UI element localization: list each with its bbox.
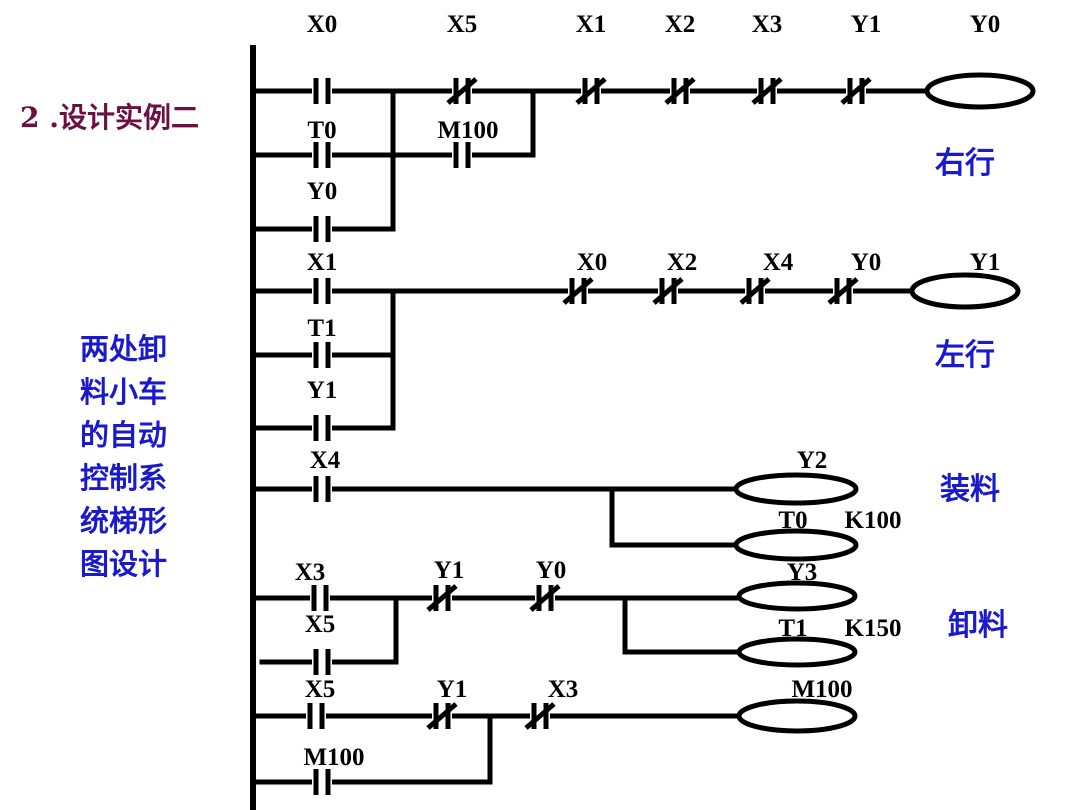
output-coil (733, 528, 859, 562)
contact-label: X3 (548, 676, 579, 703)
slide-title: 2 .设计实例二 (20, 101, 199, 134)
contact-label: X2 (665, 11, 696, 38)
contact-label: X0 (577, 249, 608, 276)
contact-label: X4 (310, 447, 341, 474)
contact-label: Y1 (434, 557, 465, 584)
output-coil (736, 636, 858, 668)
nc-slash (529, 584, 561, 612)
contact-label: M100 (437, 117, 498, 144)
side-line: 控制系 (80, 461, 168, 495)
contact-label: Y0 (536, 557, 567, 584)
annotation-left-move: 左行 (935, 338, 995, 373)
contact-label: X5 (447, 11, 478, 38)
contact-label: Y1 (437, 676, 468, 703)
nc-slash (652, 277, 684, 305)
output-coil (736, 580, 858, 612)
contact-label: X1 (576, 11, 607, 38)
output-coil (924, 72, 1036, 110)
contact-label: M100 (303, 744, 364, 771)
nc-slash (751, 77, 783, 105)
contact-label: Y0 (307, 178, 338, 205)
contact-label: X3 (752, 11, 783, 38)
nc-slash (664, 77, 696, 105)
contact-label: X1 (307, 249, 338, 276)
coil-label: T1 (778, 615, 807, 642)
annotation-unloading: 卸料 (948, 608, 1008, 643)
contact-label: Y1 (307, 377, 338, 404)
coil-label: Y2 (797, 447, 828, 474)
side-line: 图设计 (80, 547, 168, 581)
output-coil (909, 272, 1021, 310)
contact-label: X5 (305, 611, 336, 638)
nc-slash (524, 702, 556, 730)
annotation-loading: 装料 (940, 472, 1000, 507)
contact-label: X4 (763, 249, 794, 276)
contact-label: X3 (295, 559, 326, 586)
nc-slash (562, 277, 594, 305)
contact-label: Y0 (851, 249, 882, 276)
contact-label: X0 (307, 11, 338, 38)
coil-label: M100 (791, 676, 852, 703)
contact-label: Y1 (851, 11, 882, 38)
output-coil (736, 698, 858, 734)
coil-label: T0 (778, 507, 807, 534)
side-line: 料小车 (80, 375, 168, 409)
side-line: 两处卸 (80, 332, 168, 366)
nc-slash (426, 702, 458, 730)
side-description: 两处卸 料小车 的自动 控制系 统梯形 图设计 (80, 328, 200, 586)
output-coil (733, 472, 859, 506)
nc-slash (426, 584, 458, 612)
contact-label: T1 (307, 315, 336, 342)
side-line: 的自动 (80, 418, 168, 452)
coil-label: Y3 (787, 559, 818, 586)
timer-preset: K100 (845, 507, 902, 534)
contact-label: X5 (305, 676, 336, 703)
nc-slash (446, 77, 478, 105)
nc-slash (827, 277, 859, 305)
contact-label: T0 (307, 117, 336, 144)
nc-slash (575, 77, 607, 105)
nc-slash (739, 277, 771, 305)
side-line: 统梯形 (80, 504, 168, 538)
coil-label: Y1 (970, 249, 1001, 276)
timer-preset: K150 (845, 615, 902, 642)
contact-label: X2 (667, 249, 698, 276)
annotation-right-move: 右行 (935, 146, 995, 181)
coil-label: Y0 (970, 11, 1001, 38)
nc-slash (840, 77, 872, 105)
